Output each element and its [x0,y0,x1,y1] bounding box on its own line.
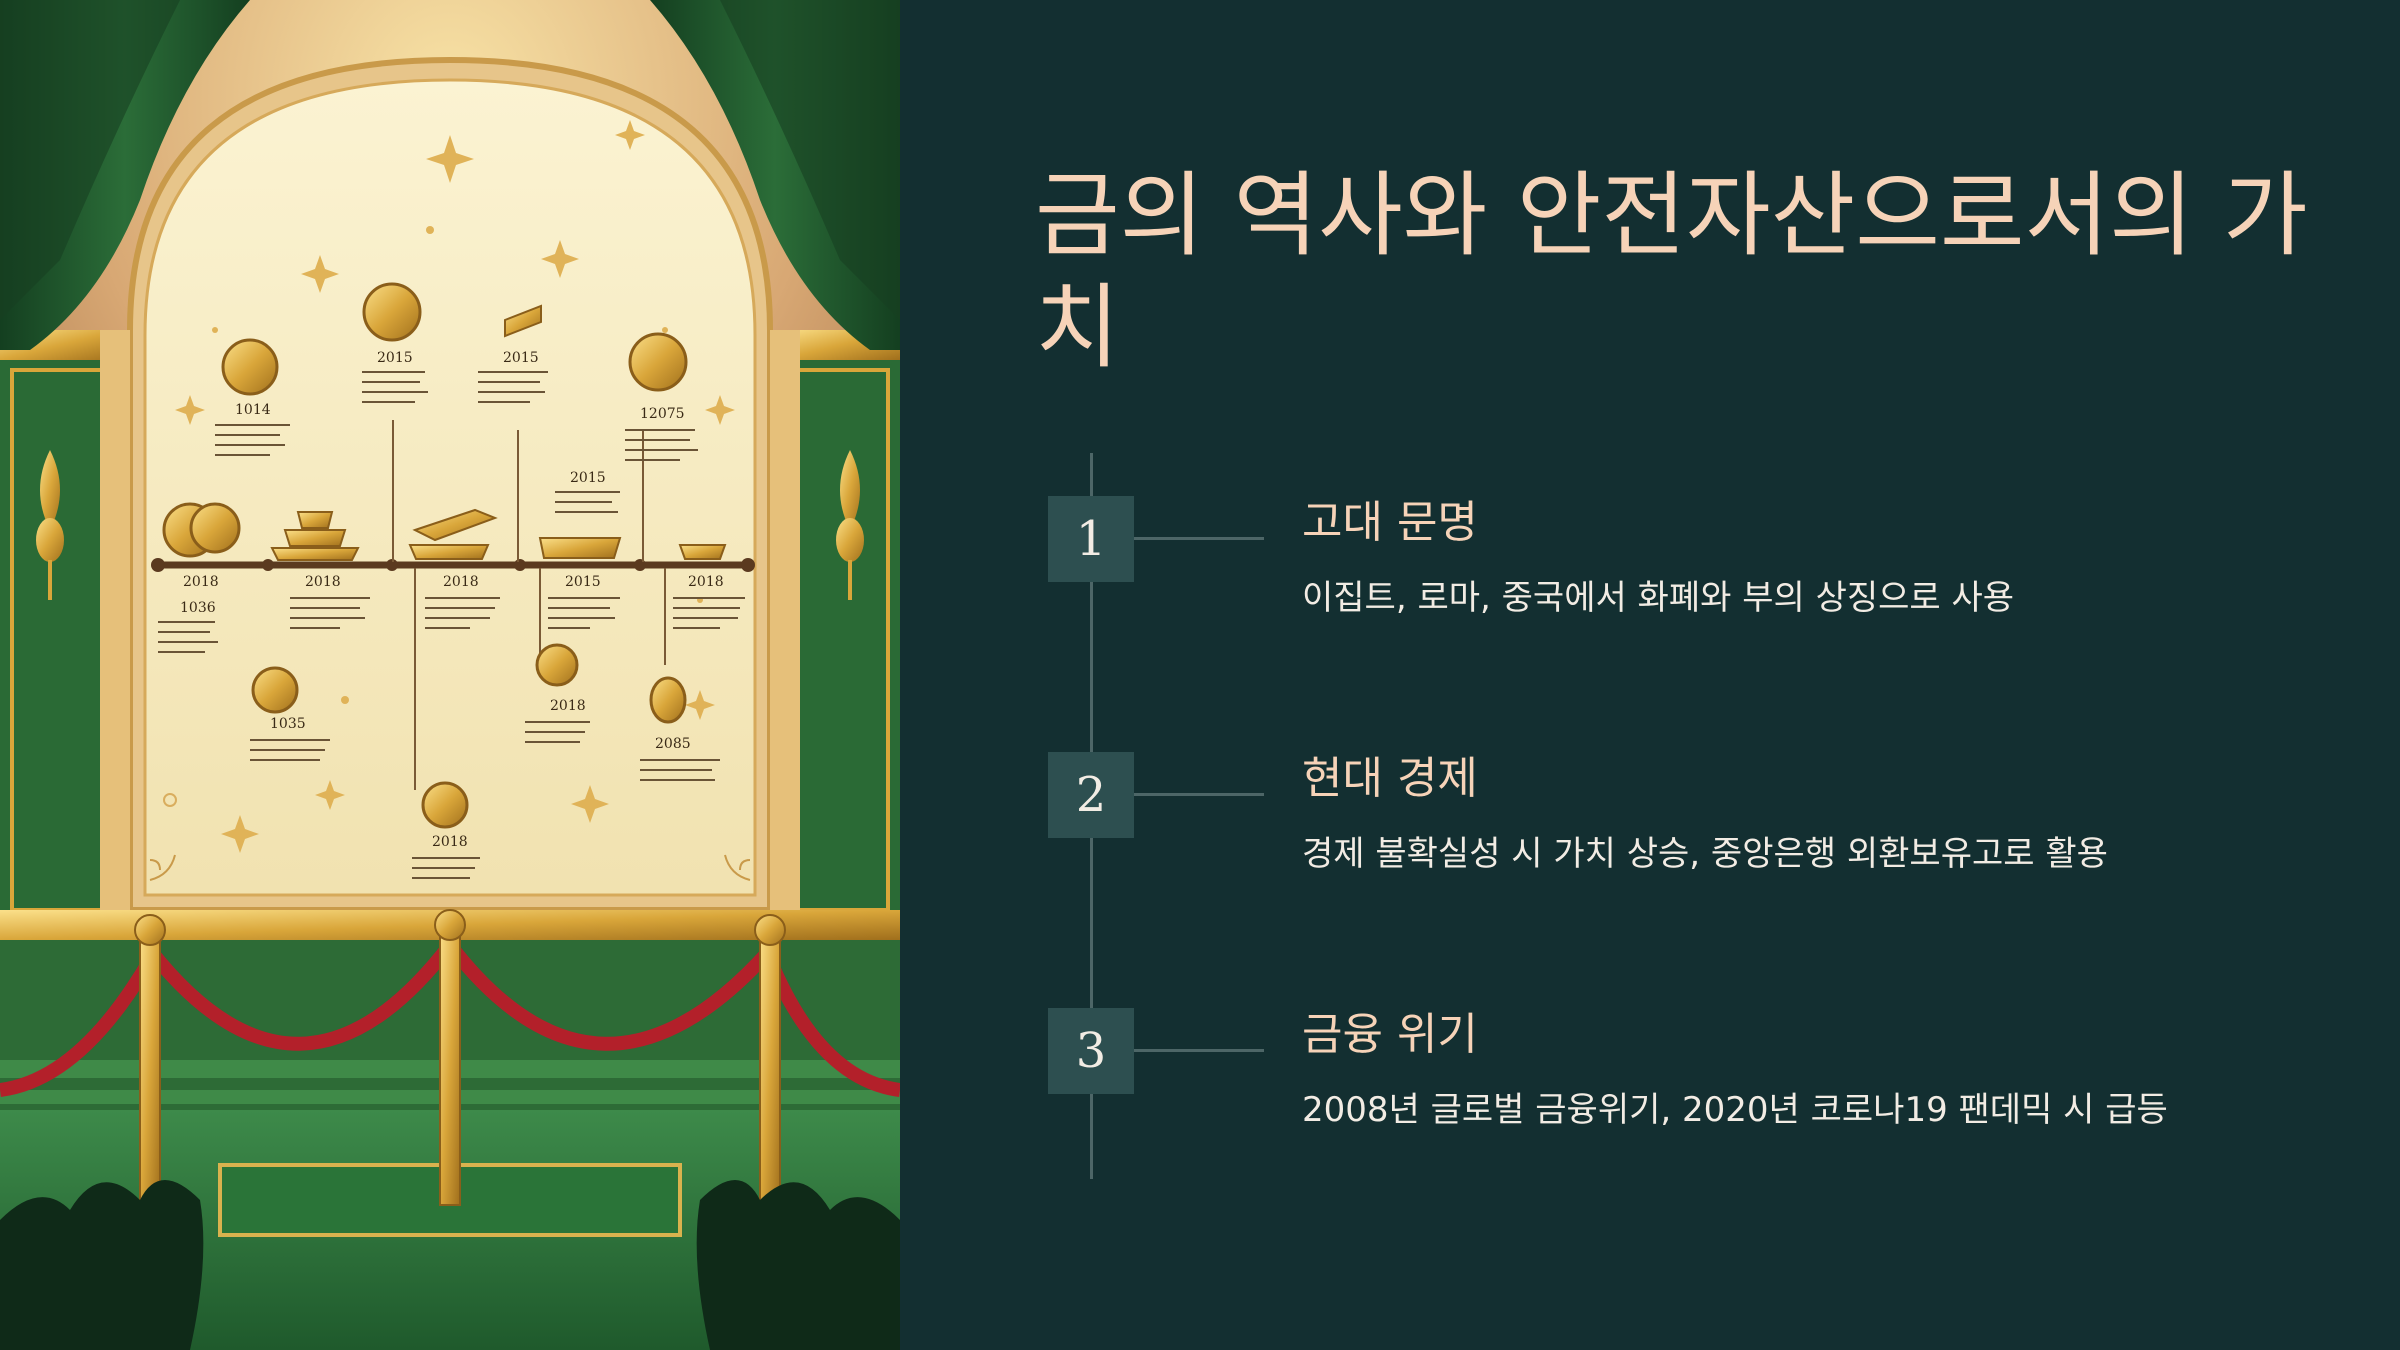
step-number-badge: 3 [1048,1008,1134,1094]
year-label: 2015 [565,574,601,590]
museum-scene: 2015 2015 1014 12075 2015 2018 2018 2018… [0,0,900,1350]
gold-history-illustration: 2015 2015 1014 12075 2015 2018 2018 2018… [0,0,900,1350]
year-label: 2018 [688,574,724,590]
left-pillar [0,330,130,930]
slide-content: 금의 역사와 안전자산으로서의 가치 1 고대 문명 이집트, 로마, 중국에서… [900,0,2400,1350]
step-title: 금융 위기 [1302,1009,1478,1060]
year-label: 2018 [550,698,586,714]
step-title: 현대 경제 [1302,753,1478,804]
step-description: 2008년 글로벌 금융위기, 2020년 코로나19 팬데믹 시 급등 [1302,1090,2168,1130]
gold-bars [270,304,727,561]
year-label: 2085 [655,736,691,752]
year-label: 2015 [503,350,539,366]
step-description: 이집트, 로마, 중국에서 화폐와 부의 상징으로 사용 [1302,578,2015,618]
year-label: 2018 [183,574,219,590]
year-label: 1014 [235,402,271,418]
timeline-step-3: 3 금융 위기 2008년 글로벌 금융위기, 2020년 코로나19 팬데믹 … [900,1002,2400,1142]
year-label: 2018 [305,574,341,590]
year-labels: 2015 2015 1014 12075 2015 2018 2018 2018… [180,350,724,850]
sparkles [163,120,735,853]
year-label: 2015 [570,470,606,486]
year-label: 2018 [443,574,479,590]
step-description: 경제 불확실성 시 가치 상승, 중앙은행 외환보유고로 활용 [1302,834,2108,874]
year-label: 12075 [640,406,685,422]
slide-title: 금의 역사와 안전자산으로서의 가치 [1035,162,2308,381]
step-number-badge: 1 [1048,496,1134,582]
step-connector [1134,537,1264,540]
timeline-step-2: 2 현대 경제 경제 불확실성 시 가치 상승, 중앙은행 외환보유고로 활용 [900,746,2400,886]
illegible-captions [158,371,745,879]
step-number-badge: 2 [1048,752,1134,838]
year-label: 2015 [377,350,413,366]
right-pillar [770,330,900,930]
step-connector [1134,1049,1264,1052]
year-label: 1035 [270,716,306,732]
step-title: 고대 문명 [1302,497,1478,548]
step-connector [1134,793,1264,796]
gold-coins [162,282,688,829]
year-label: 2018 [432,834,468,850]
year-label: 1036 [180,600,216,616]
timeline-step-1: 1 고대 문명 이집트, 로마, 중국에서 화폐와 부의 상징으로 사용 [900,490,2400,630]
